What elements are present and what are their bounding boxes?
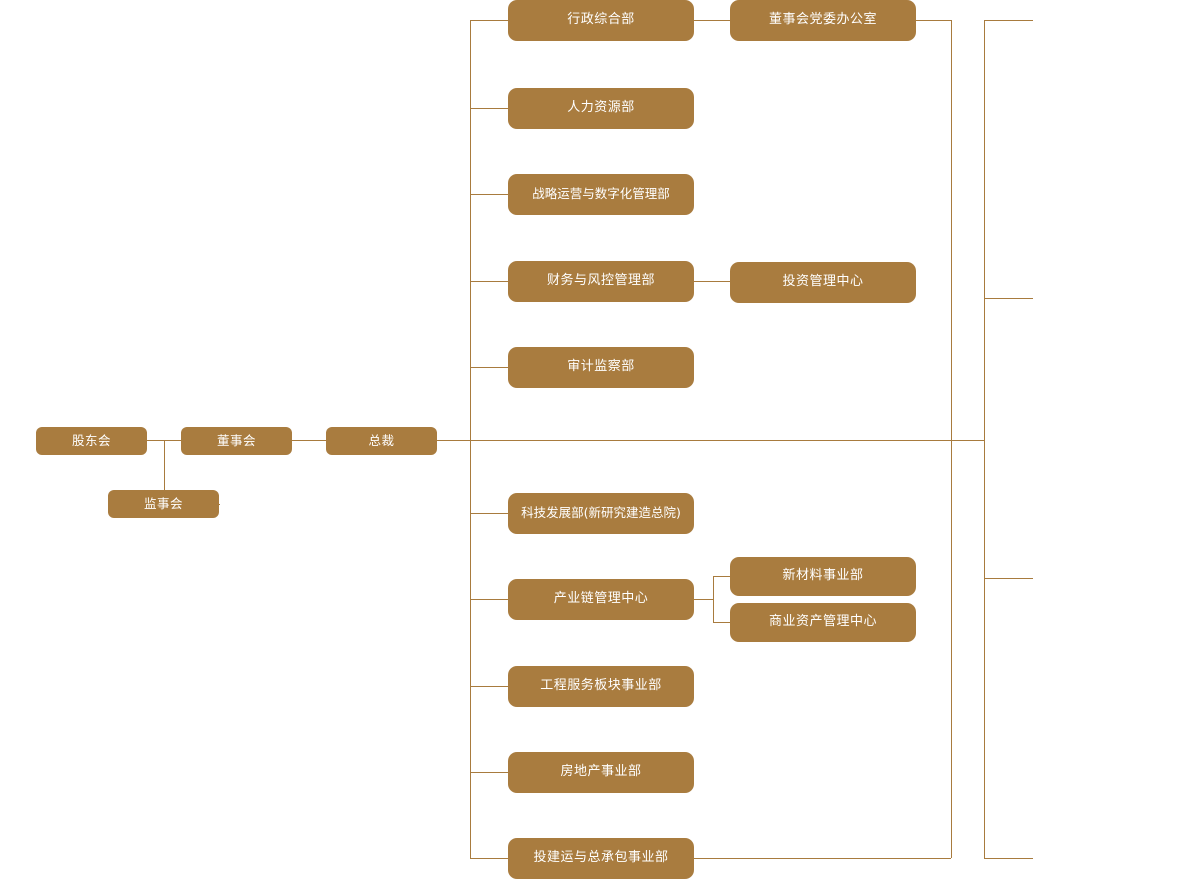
connector-department-trunk bbox=[470, 20, 471, 858]
node-human-resources-department[interactable]: 人力资源部 bbox=[508, 88, 694, 129]
node-label: 产业链管理中心 bbox=[553, 591, 649, 607]
node-board-party-committee-office[interactable]: 董事会党委办公室 bbox=[730, 0, 916, 41]
connector-party-office-out bbox=[916, 20, 951, 21]
node-supply-chain-management-center[interactable]: 产业链管理中心 bbox=[508, 579, 694, 620]
connector-stub-admin bbox=[470, 20, 508, 21]
connector-admin-to-party-office bbox=[694, 20, 730, 21]
connector-outer-stub-upper-mid bbox=[984, 298, 1033, 299]
node-investment-management-center[interactable]: 投资管理中心 bbox=[730, 262, 916, 303]
node-new-materials-division[interactable]: 新材料事业部 bbox=[730, 557, 916, 596]
node-shareholders-meeting[interactable]: 股东会 bbox=[36, 427, 147, 455]
connector-stub-supply-chain bbox=[470, 599, 508, 600]
connector-stub-eng-service bbox=[470, 686, 508, 687]
node-president[interactable]: 总裁 bbox=[326, 427, 437, 455]
connector-supply-chain-out bbox=[694, 599, 713, 600]
node-label: 行政综合部 bbox=[567, 12, 635, 28]
node-label: 科技发展部(新研究建造总院) bbox=[521, 505, 681, 521]
node-label: 人力资源部 bbox=[567, 100, 635, 116]
node-label: 房地产事业部 bbox=[560, 764, 642, 780]
node-label: 监事会 bbox=[143, 495, 183, 511]
connector-stub-audit bbox=[470, 367, 508, 368]
node-label: 投建运与总承包事业部 bbox=[533, 850, 669, 866]
connector-stub-epc bbox=[470, 858, 508, 859]
node-board-of-directors[interactable]: 董事会 bbox=[181, 427, 292, 455]
connector-president-spine bbox=[437, 440, 984, 441]
connector-stub-hr bbox=[470, 108, 508, 109]
connector-outer-stub-bottom bbox=[984, 858, 1033, 859]
connector-finance-to-investment bbox=[694, 281, 730, 282]
node-label: 投资管理中心 bbox=[782, 274, 864, 290]
node-audit-supervision-department[interactable]: 审计监察部 bbox=[508, 347, 694, 388]
node-investment-construction-epc-division[interactable]: 投建运与总承包事业部 bbox=[508, 838, 694, 879]
connector-outer-stub-top bbox=[984, 20, 1033, 21]
node-label: 财务与风控管理部 bbox=[546, 273, 655, 289]
node-label: 商业资产管理中心 bbox=[768, 614, 877, 630]
connector-stub-strategy bbox=[470, 194, 508, 195]
node-label: 新材料事业部 bbox=[782, 568, 864, 584]
connector-stub-tech bbox=[470, 513, 508, 514]
node-technology-development-department[interactable]: 科技发展部(新研究建造总院) bbox=[508, 493, 694, 534]
node-strategy-operations-digital-department[interactable]: 战略运营与数字化管理部 bbox=[508, 174, 694, 215]
connector-stub-commercial-asset bbox=[713, 622, 730, 623]
connector-stub-new-materials bbox=[713, 576, 730, 577]
node-engineering-service-division[interactable]: 工程服务板块事业部 bbox=[508, 666, 694, 707]
node-real-estate-division[interactable]: 房地产事业部 bbox=[508, 752, 694, 793]
node-label: 工程服务板块事业部 bbox=[540, 678, 662, 694]
connector-outer-stub-lower-mid bbox=[984, 578, 1033, 579]
connector-right-inner-rail bbox=[951, 20, 952, 858]
node-label: 董事会 bbox=[216, 432, 256, 448]
node-commercial-asset-management-center[interactable]: 商业资产管理中心 bbox=[730, 603, 916, 642]
connector-stub-finance bbox=[470, 281, 508, 282]
node-label: 董事会党委办公室 bbox=[768, 12, 877, 28]
connector-board-to-president bbox=[292, 440, 326, 441]
node-label: 股东会 bbox=[71, 432, 111, 448]
node-label: 战略运营与数字化管理部 bbox=[532, 186, 670, 202]
connector-to-supervisory-board bbox=[164, 440, 165, 504]
node-label: 总裁 bbox=[368, 432, 395, 448]
node-admin-general-department[interactable]: 行政综合部 bbox=[508, 0, 694, 41]
connector-right-outer-rail bbox=[984, 20, 985, 858]
node-supervisory-board[interactable]: 监事会 bbox=[108, 490, 219, 518]
connector-stub-real-estate bbox=[470, 772, 508, 773]
node-label: 审计监察部 bbox=[567, 359, 635, 375]
connector-supply-chain-bracket bbox=[713, 576, 714, 622]
node-finance-risk-control-department[interactable]: 财务与风控管理部 bbox=[508, 261, 694, 302]
connector-epc-to-right-rail bbox=[694, 858, 951, 859]
